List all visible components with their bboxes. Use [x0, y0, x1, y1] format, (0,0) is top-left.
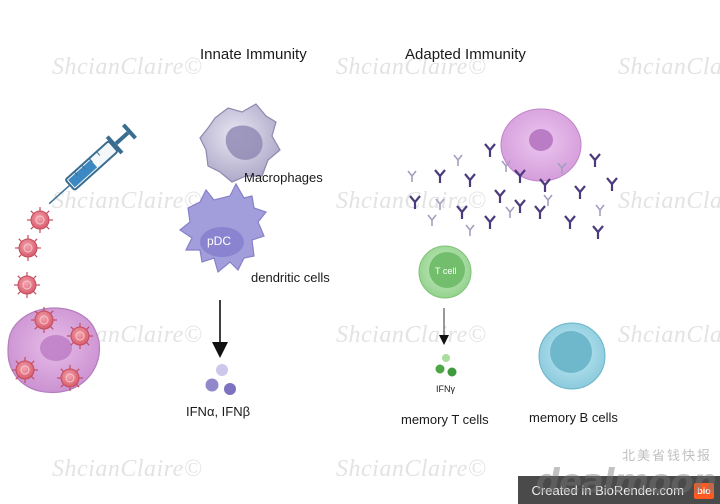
macrophage-icon [199, 103, 281, 183]
plasma-cell-icon [500, 108, 582, 182]
label-memory-b-cells: memory B cells [529, 410, 618, 425]
watermark: ShcianClaire© [52, 54, 203, 80]
ifn-gamma-particles-icon [435, 354, 457, 377]
watermark: ShcianClaire© [336, 54, 487, 80]
syringe-icon [48, 123, 137, 205]
label-memory-t-cells: memory T cells [401, 412, 489, 427]
b-cell-icon [538, 322, 606, 390]
ifn-particles-icon [205, 364, 236, 395]
t-cell-icon [418, 245, 472, 299]
footer-text: Created in BioRender.com [531, 482, 684, 498]
label-macrophages: Macrophages [244, 170, 323, 185]
virus-icon [26, 206, 54, 234]
watermark: ShcianClaire© [336, 456, 487, 482]
heading-innate-immunity: Innate Immunity [200, 46, 307, 63]
watermark: ShcianClaire© [618, 54, 720, 80]
virus-icon [13, 271, 41, 299]
brand-chinese-text: 北美省钱快报 [621, 448, 712, 463]
label-dendritic-cells: dendritic cells [251, 270, 330, 285]
label-ifn-gamma: IFNγ [436, 384, 455, 394]
label-ifn-alpha-beta: IFNα, IFNβ [186, 404, 251, 419]
watermark: ShcianClaire© [618, 188, 720, 214]
biorender-footer[interactable]: Created in BioRender.com [517, 476, 720, 504]
heading-adapted-immunity: Adapted Immunity [405, 46, 526, 63]
dealmoon-logo: dealmoon [535, 462, 717, 502]
infected-cell-icon [7, 307, 101, 394]
virus-icon [30, 306, 58, 334]
biorender-logo-icon: bio [694, 483, 714, 499]
watermark: ShcianClaire© [336, 322, 487, 348]
label-t-cell: T cell [435, 266, 457, 276]
virus-icon [56, 364, 84, 392]
dendritic-cell-icon [178, 182, 268, 274]
virus-icon [14, 234, 42, 262]
watermark: ShcianClaire© [618, 322, 720, 348]
watermark: ShcianClaire© [52, 456, 203, 482]
label-pdc: pDC [207, 234, 232, 248]
virus-icon [11, 356, 39, 384]
watermark: ShcianClaire© [52, 188, 203, 214]
virus-icon [66, 322, 94, 350]
